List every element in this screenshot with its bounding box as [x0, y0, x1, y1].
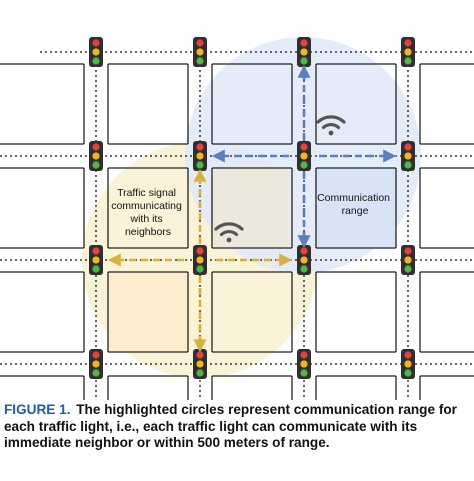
figure-caption: FIGURE 1. The highlighted circles repres…: [4, 402, 472, 452]
traffic-light-icon: [193, 37, 207, 67]
city-block: [315, 375, 397, 400]
wifi-icon: [214, 222, 244, 243]
traffic-light-icon: [89, 245, 103, 275]
traffic-light-icon: [193, 141, 207, 171]
traffic-light-icon: [297, 245, 311, 275]
caption-text: The highlighted circles represent commun…: [4, 402, 457, 450]
figure-label: FIGURE 1.: [4, 402, 71, 417]
city-block: [107, 167, 189, 249]
city-block: [315, 271, 397, 353]
city-blocks: [0, 63, 474, 400]
city-block: [211, 63, 293, 145]
wifi-icon: [316, 115, 346, 136]
traffic-light-icon: [193, 349, 207, 379]
city-block: [0, 271, 85, 353]
city-block: [107, 63, 189, 145]
city-block: [211, 271, 293, 353]
traffic-light-icon: [89, 37, 103, 67]
city-block: [211, 375, 293, 400]
traffic-light-icon: [89, 141, 103, 171]
traffic-light-icon: [401, 349, 415, 379]
traffic-light-icon: [297, 141, 311, 171]
city-block: [107, 375, 189, 400]
highlight-block-right: [316, 168, 396, 248]
traffic-light-icon: [297, 37, 311, 67]
traffic-light-icon: [401, 245, 415, 275]
communication-range-label: Communication range: [317, 192, 393, 217]
city-block: [419, 167, 474, 249]
traffic-light-icon: [89, 349, 103, 379]
city-block: [419, 271, 474, 353]
city-block: [419, 375, 474, 400]
city-block: [0, 375, 85, 400]
city-block: [419, 63, 474, 145]
city-block: [107, 271, 189, 353]
city-block: [0, 63, 85, 145]
city-block: [315, 63, 397, 145]
highlight-block-left: [108, 272, 188, 352]
city-block: [315, 167, 397, 249]
city-block: [211, 167, 293, 249]
traffic-signal-label: Traffic signal communicating with its ne…: [111, 187, 185, 238]
traffic-light-icon: [401, 37, 415, 67]
traffic-light-icon: [193, 245, 207, 275]
traffic-light-network-diagram: Traffic signal communicating with its ne…: [0, 37, 474, 400]
overlap-block: [212, 168, 290, 248]
traffic-light-icon: [401, 141, 415, 171]
city-block: [0, 167, 85, 249]
blue-communication-arrows: [211, 64, 397, 249]
traffic-light-icon: [297, 349, 311, 379]
